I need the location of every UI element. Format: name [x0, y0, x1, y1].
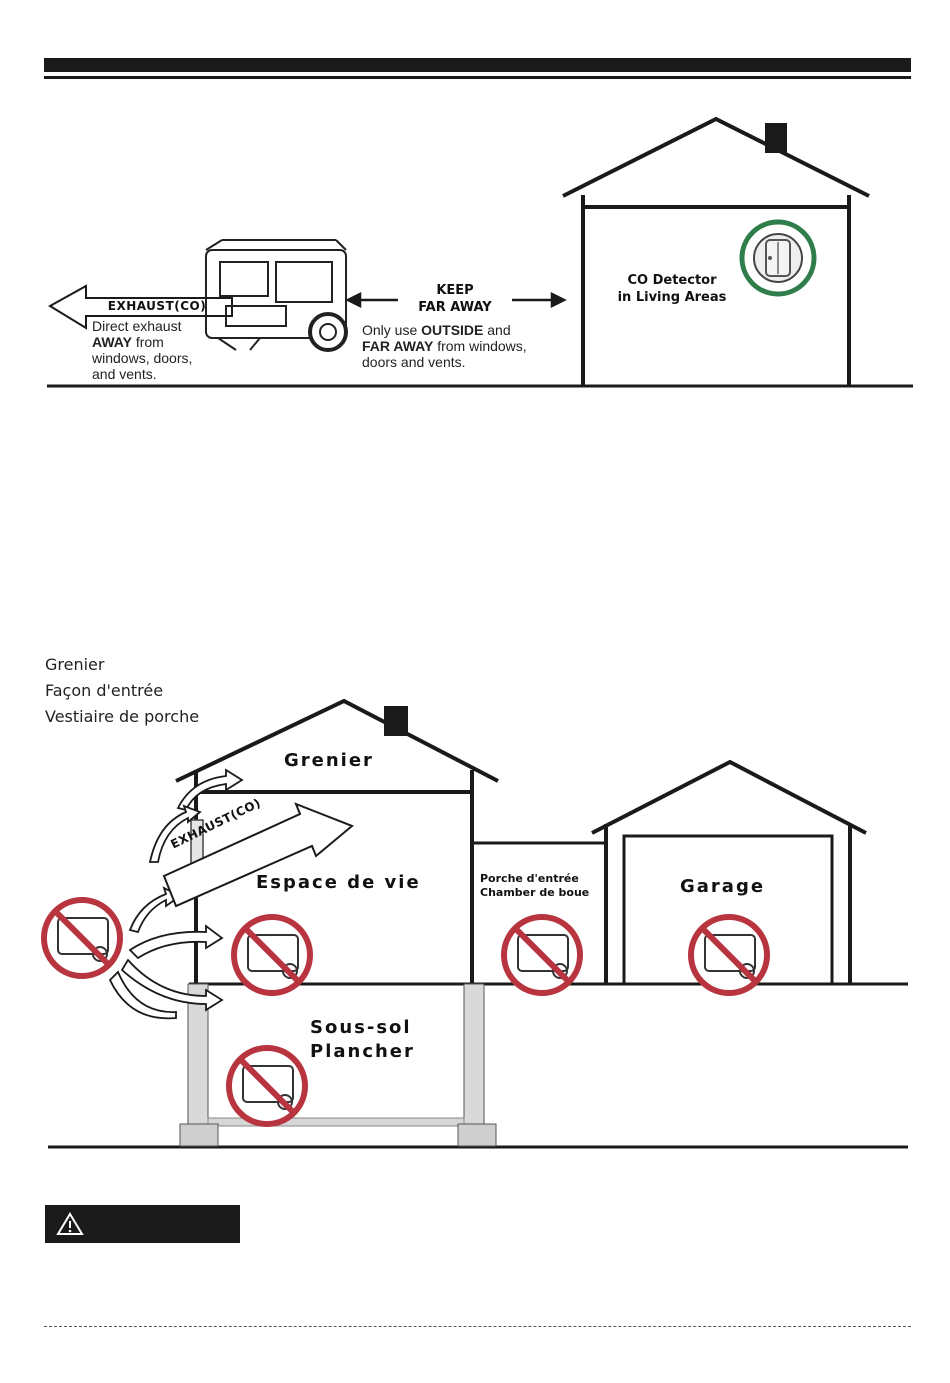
keep-far-away-label: KEEP FAR AWAY — [396, 282, 514, 316]
house-top — [562, 116, 870, 386]
exhaust-note-line4: and vents. — [92, 366, 157, 382]
outside-note-and: and — [483, 322, 511, 338]
exhaust-arrow-bottom — [162, 802, 354, 908]
basement-line2: Plancher — [310, 1041, 415, 1062]
fr-list-item-grenier: Grenier — [45, 655, 105, 674]
exhaust-note: Direct exhaust AWAY from windows, doors,… — [92, 318, 232, 382]
porch-line2: Chamber de boue — [480, 886, 590, 899]
no-generator-icon-outside — [41, 897, 123, 979]
no-generator-icon-garage — [688, 914, 770, 996]
french-room-list: Grenier Façon d'entrée Vestiaire de porc… — [45, 652, 199, 730]
exhaust-flow-arrows — [108, 768, 244, 1020]
header-rule — [44, 76, 911, 79]
exhaust-label-top: EXHAUST(CO) — [107, 299, 207, 313]
generator-illustration — [205, 239, 348, 352]
room-label-garage: Garage — [680, 876, 766, 897]
co-detector-line2: in Living Areas — [617, 290, 727, 305]
outside-note-line2: FAR AWAY from windows, — [362, 338, 562, 354]
fr-list-item-entree: Façon d'entrée — [45, 681, 164, 700]
co-detector-icon — [739, 219, 817, 297]
room-label-attic: Grenier — [284, 750, 374, 771]
basement-structure — [179, 983, 497, 1147]
outside-note-line3: doors and vents. — [362, 354, 466, 370]
warning-banner — [45, 1205, 240, 1243]
outside-note-outside: OUTSIDE — [421, 322, 484, 338]
exhaust-note-line3: windows, doors, — [92, 350, 193, 366]
no-generator-icon-basement — [226, 1045, 308, 1127]
no-generator-icon-porch — [501, 914, 583, 996]
co-detector-label: CO Detector in Living Areas — [598, 272, 746, 306]
room-label-living: Espace de vie — [256, 872, 421, 893]
outside-note-pre: Only use — [362, 322, 422, 338]
room-label-porch: Porche d'entrée Chamber de boue — [480, 872, 604, 900]
exhaust-note-away: AWAY — [92, 334, 132, 350]
co-detector-line1: CO Detector — [627, 273, 717, 288]
far-away-label: FAR AWAY — [418, 300, 492, 315]
header-bar — [44, 58, 911, 72]
keep-away-arrow — [345, 291, 567, 309]
outside-note-line1: Only use OUTSIDE and — [362, 322, 562, 338]
outside-note: Only use OUTSIDE and FAR AWAY from windo… — [362, 322, 562, 370]
basement-line1: Sous-sol — [310, 1017, 412, 1038]
exhaust-note-line2: AWAY from — [92, 334, 232, 350]
outside-note-far-away: FAR AWAY — [362, 338, 434, 354]
porch-line1: Porche d'entrée — [480, 872, 579, 885]
room-label-basement: Sous-sol Plancher — [310, 1016, 415, 1064]
keep-label: KEEP — [436, 283, 474, 298]
footer-dashed-rule — [44, 1326, 911, 1327]
exhaust-note-from: from — [131, 334, 164, 350]
fr-list-item-vestiaire: Vestiaire de porche — [45, 707, 200, 726]
outside-note-windows: from windows, — [433, 338, 527, 354]
no-generator-icon-living — [231, 914, 313, 996]
exhaust-note-line1: Direct exhaust — [92, 318, 182, 334]
house-main — [175, 698, 499, 984]
